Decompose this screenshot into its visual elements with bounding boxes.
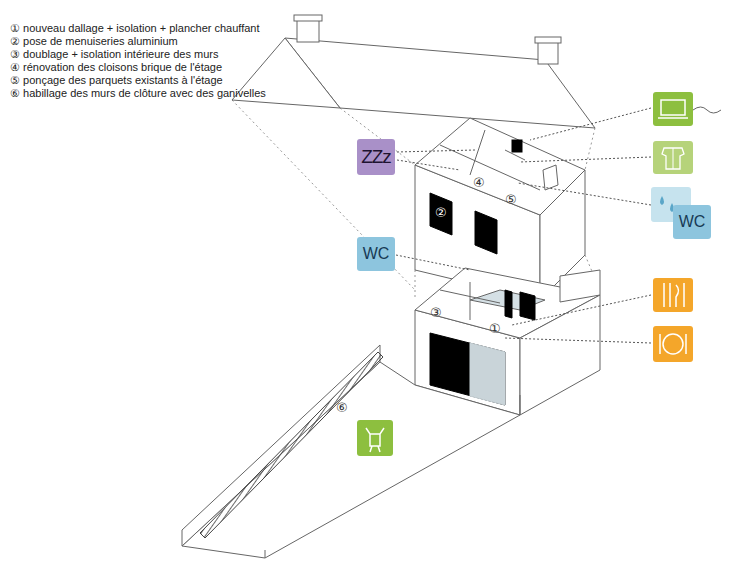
icon-text: WC [679,213,706,231]
callout-number: ⑥ [336,401,348,415]
callout-number: ⑤ [505,193,517,207]
legend-note: ③ doublage + isolation intérieure des mu… [10,48,218,61]
room-icon-wc: WC [673,205,711,239]
callout-number: ③ [430,306,442,320]
room-icon-sleep: ZZz [357,139,395,175]
callout-number: ② [435,206,447,220]
legend-note: ⑤ ponçage des parquets existants à l'éta… [10,74,223,87]
legend-note: ⑥ habillage des murs de clôture avec des… [10,87,266,100]
icon-text: ZZz [361,146,391,168]
callout-number: ④ [473,176,485,190]
legend-note: ④ rénovation des cloisons brique de l'ét… [10,61,222,74]
callout-number: ① [489,322,501,336]
legend-note: ① nouveau dallage + isolation + plancher… [10,22,260,35]
room-icon-wc: WC [357,237,395,271]
legend-note: ② pose de menuiseries aluminium [10,35,178,48]
icon-text: WC [363,245,390,263]
